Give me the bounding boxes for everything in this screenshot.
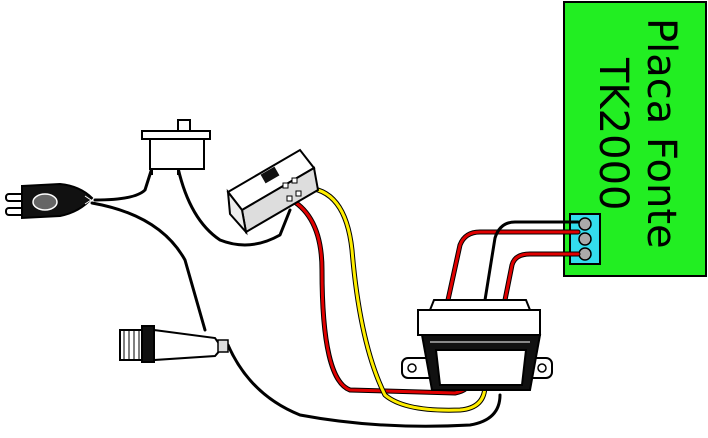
wire-black-secondary [483, 220, 580, 302]
wire-black-switch-to-selector [176, 166, 292, 247]
wire-black-plug-to-switch [93, 166, 154, 202]
power-plug [5, 182, 94, 220]
wire-black-plug-to-fuse [90, 201, 207, 332]
voltage-selector-switch [226, 148, 320, 236]
fuse-holder [119, 325, 229, 363]
slide-switch [141, 119, 211, 175]
transformer [401, 299, 553, 391]
board-label-line1: Placa Fonte [638, 18, 684, 249]
wire-black-fuse-to-transformer [226, 343, 502, 428]
board-label-line2: TK2000 [590, 57, 636, 210]
